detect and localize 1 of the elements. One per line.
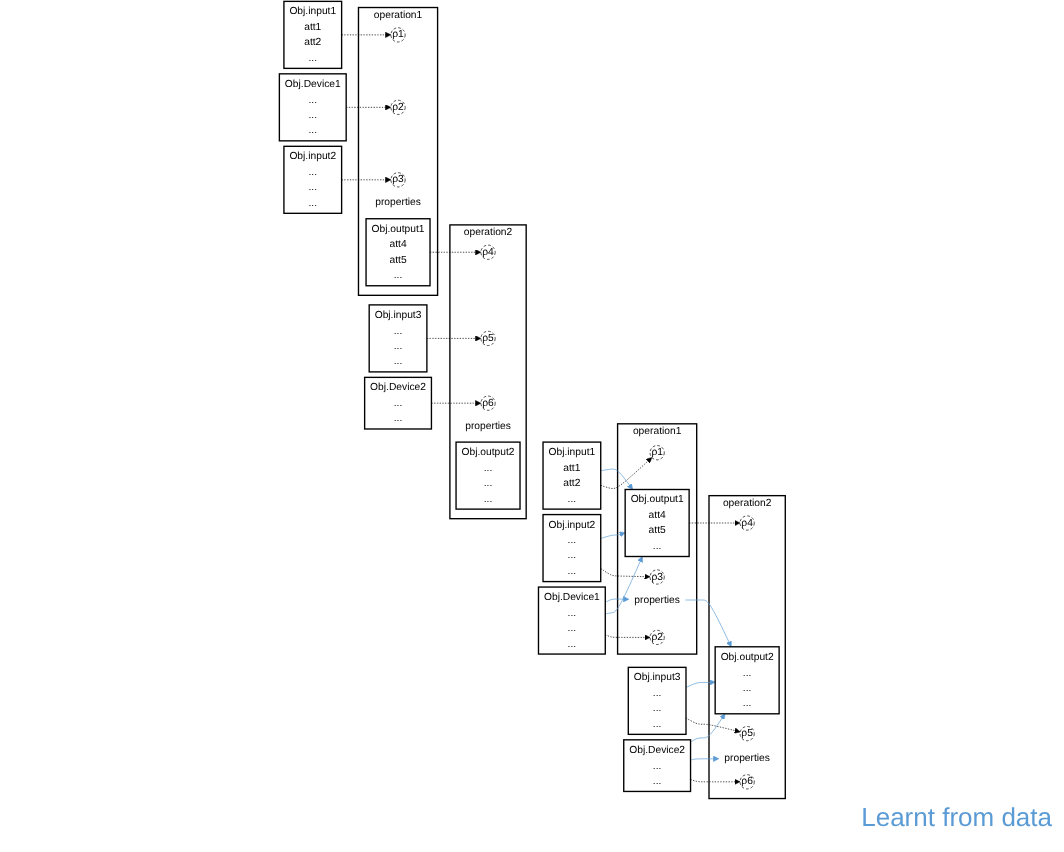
note-text: Learnt from data [861, 802, 1052, 832]
